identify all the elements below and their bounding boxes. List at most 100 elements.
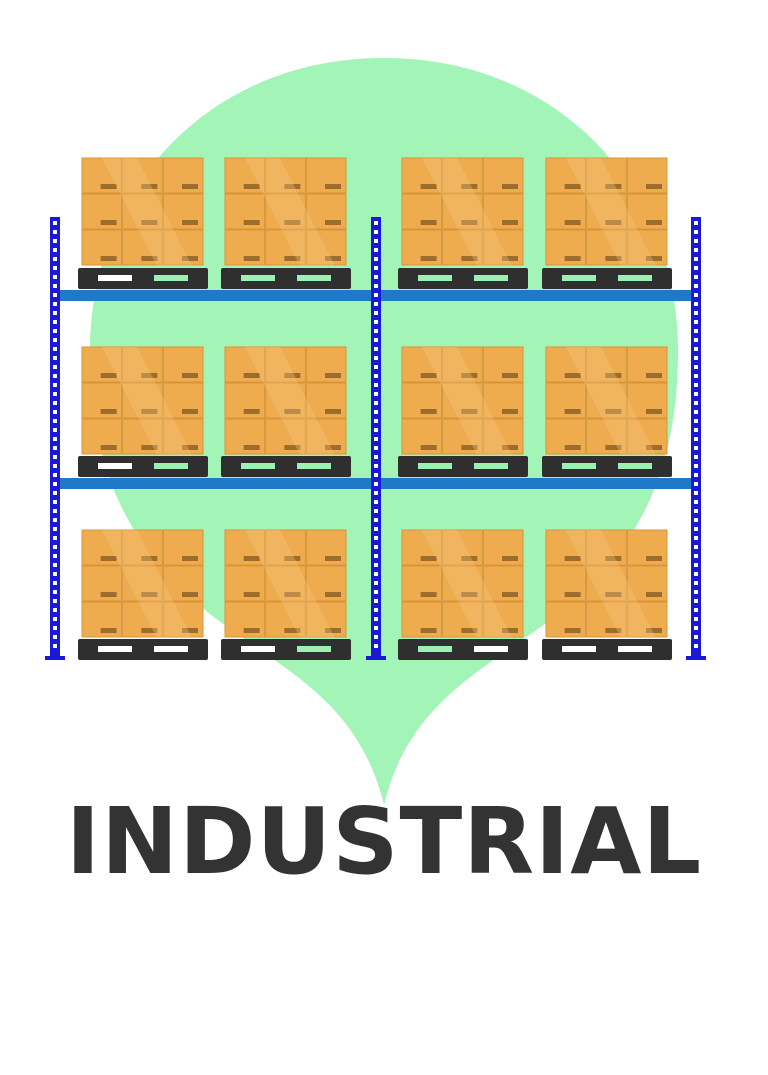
upright-hole [53,428,57,432]
box-label-mark [564,628,581,633]
upright-hole [694,590,698,594]
box-label-mark [605,556,622,561]
upright-hole [694,365,698,369]
pallet-slot [618,275,652,281]
box-label-mark [100,628,117,633]
page-title: INDUSTRIAL [65,788,703,895]
box-highlight [245,347,335,455]
upright-hole [694,293,698,297]
box-label-mark [284,556,301,561]
box-label-mark [100,184,117,189]
box-label-mark [243,184,260,189]
upright-hole [374,266,378,270]
box-label-mark [646,373,662,378]
upright-hole [53,257,57,261]
upright-hole [374,239,378,243]
pallet-slot [297,275,331,281]
box-label-mark [461,184,478,189]
box-label-mark [564,445,581,450]
upright-hole [53,563,57,567]
upright-hole [53,572,57,576]
box-label-mark [243,256,260,261]
upright-hole [53,617,57,621]
upright-hole [53,329,57,333]
pallet-icon [542,456,672,477]
box-label-mark [182,556,198,561]
box-label-mark [420,409,437,414]
upright-hole [694,581,698,585]
upright-hole [374,302,378,306]
upright-hole [694,455,698,459]
upright-hole [53,221,57,225]
upright-hole [694,257,698,261]
upright-hole [694,626,698,630]
upright-hole [374,419,378,423]
box-label-mark [605,220,622,225]
upright-hole [374,626,378,630]
box-label-mark [461,628,478,633]
box-label-mark [502,256,518,261]
upright-hole [374,644,378,648]
upright-hole [374,482,378,486]
upright-hole [53,239,57,243]
box-label-mark [243,373,260,378]
upright-hole [694,482,698,486]
upright-hole [694,527,698,531]
box-label-mark [100,256,117,261]
box-label-mark [646,220,662,225]
upright-hole [53,347,57,351]
upright-hole [374,599,378,603]
upright-hole [374,617,378,621]
upright-hole [694,608,698,612]
box-label-mark [243,445,260,450]
upright-hole [53,608,57,612]
pallet-slot [418,275,452,281]
upright-hole [374,446,378,450]
box-label-mark [141,256,158,261]
pallet-slot [474,646,508,652]
box-label-mark [420,628,437,633]
box-label-mark [605,184,622,189]
upright-hole [374,338,378,342]
box-label-mark [284,592,301,597]
box-label-mark [141,592,158,597]
upright-hole [694,536,698,540]
box-label-mark [182,256,198,261]
box-label-mark [325,556,341,561]
upright-hole [374,536,378,540]
box-highlight [422,158,512,266]
upright-hole [53,275,57,279]
upright-hole [374,428,378,432]
box-highlight [422,347,512,455]
box-label-mark [182,184,198,189]
pallet-icon [78,639,208,660]
box-label-mark [182,592,198,597]
upright-hole [53,518,57,522]
box-label-mark [141,220,158,225]
pallet-slot [154,646,188,652]
box-label-mark [646,184,662,189]
upright-hole [694,473,698,477]
upright-hole [53,644,57,648]
box-label-mark [141,184,158,189]
box-label-mark [605,628,622,633]
upright-hole [694,500,698,504]
upright-hole [374,410,378,414]
upright-hole [374,356,378,360]
box-label-mark [461,220,478,225]
box-label-mark [284,220,301,225]
upright-hole [374,392,378,396]
box-label-mark [284,184,301,189]
box-label-mark [461,256,478,261]
pallet-icon [78,456,208,477]
upright-hole [694,410,698,414]
box-label-mark [461,556,478,561]
box-label-mark [243,556,260,561]
box-label-mark [284,373,301,378]
box-label-mark [605,409,622,414]
upright-hole [694,248,698,252]
box-label-mark [141,556,158,561]
upright-hole [694,545,698,549]
upright-hole [694,617,698,621]
box-label-mark [502,445,518,450]
